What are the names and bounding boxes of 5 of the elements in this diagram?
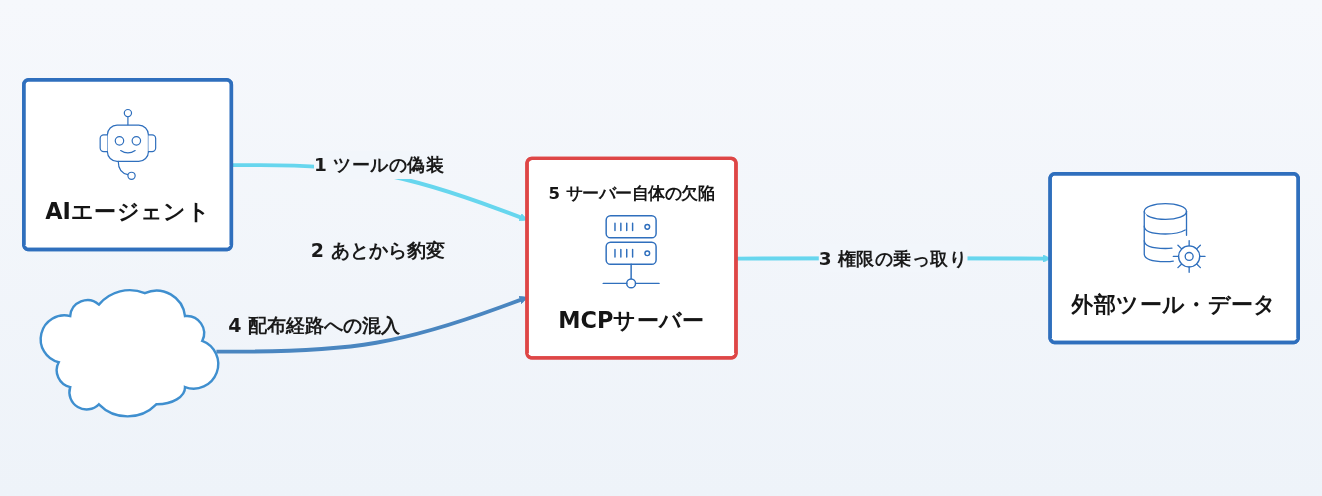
node-caption: 4 配布経路への混入 <box>227 313 402 339</box>
annotation-text: 2 あとから豹変 <box>309 238 446 264</box>
edge-label: 3 権限の乗っ取り <box>818 247 968 269</box>
node-cloud <box>39 288 220 418</box>
edge-label: 1 ツールの偽装 <box>314 153 445 176</box>
